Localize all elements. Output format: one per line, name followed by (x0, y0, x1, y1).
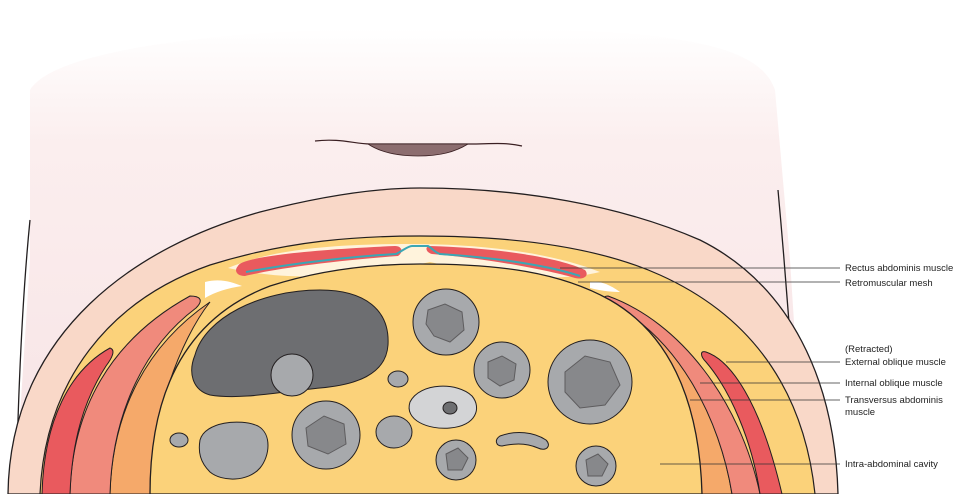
label-transversus: Transversus abdominis (845, 395, 943, 406)
label-rectus: Rectus abdominis muscle (845, 263, 953, 274)
label-mesh: Retromuscular mesh (845, 278, 933, 289)
gallbladder (271, 354, 313, 396)
label-retracted: (Retracted) (845, 344, 893, 355)
label-cavity: Intra-abdominal cavity (845, 459, 938, 470)
label-transversus-line2: muscle (845, 407, 875, 418)
label-internal-oblique: Internal oblique muscle (845, 378, 943, 389)
label-external-oblique: External oblique muscle (845, 357, 946, 368)
